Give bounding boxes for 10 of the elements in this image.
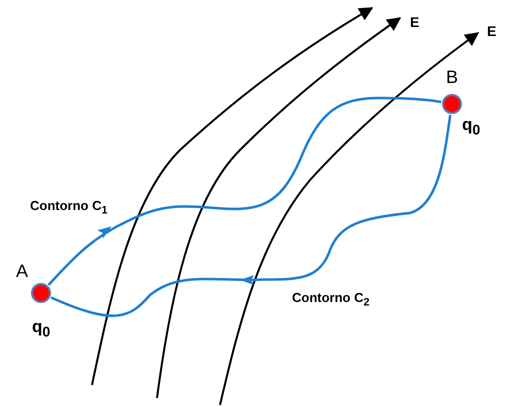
- point-label: A: [16, 262, 28, 280]
- charge-dot: [442, 94, 462, 114]
- field-label: E: [487, 24, 496, 38]
- charge-label: q$_{0}$: [462, 116, 480, 138]
- edge-label: Contorno C$_{2}$: [292, 291, 370, 308]
- field-label: E: [410, 15, 420, 29]
- edge-label: Contorno C$_{1}$: [30, 199, 108, 216]
- charge-dot: [31, 283, 51, 303]
- point-label: B: [446, 68, 458, 86]
- charge-label: q$_{0}$: [32, 318, 50, 340]
